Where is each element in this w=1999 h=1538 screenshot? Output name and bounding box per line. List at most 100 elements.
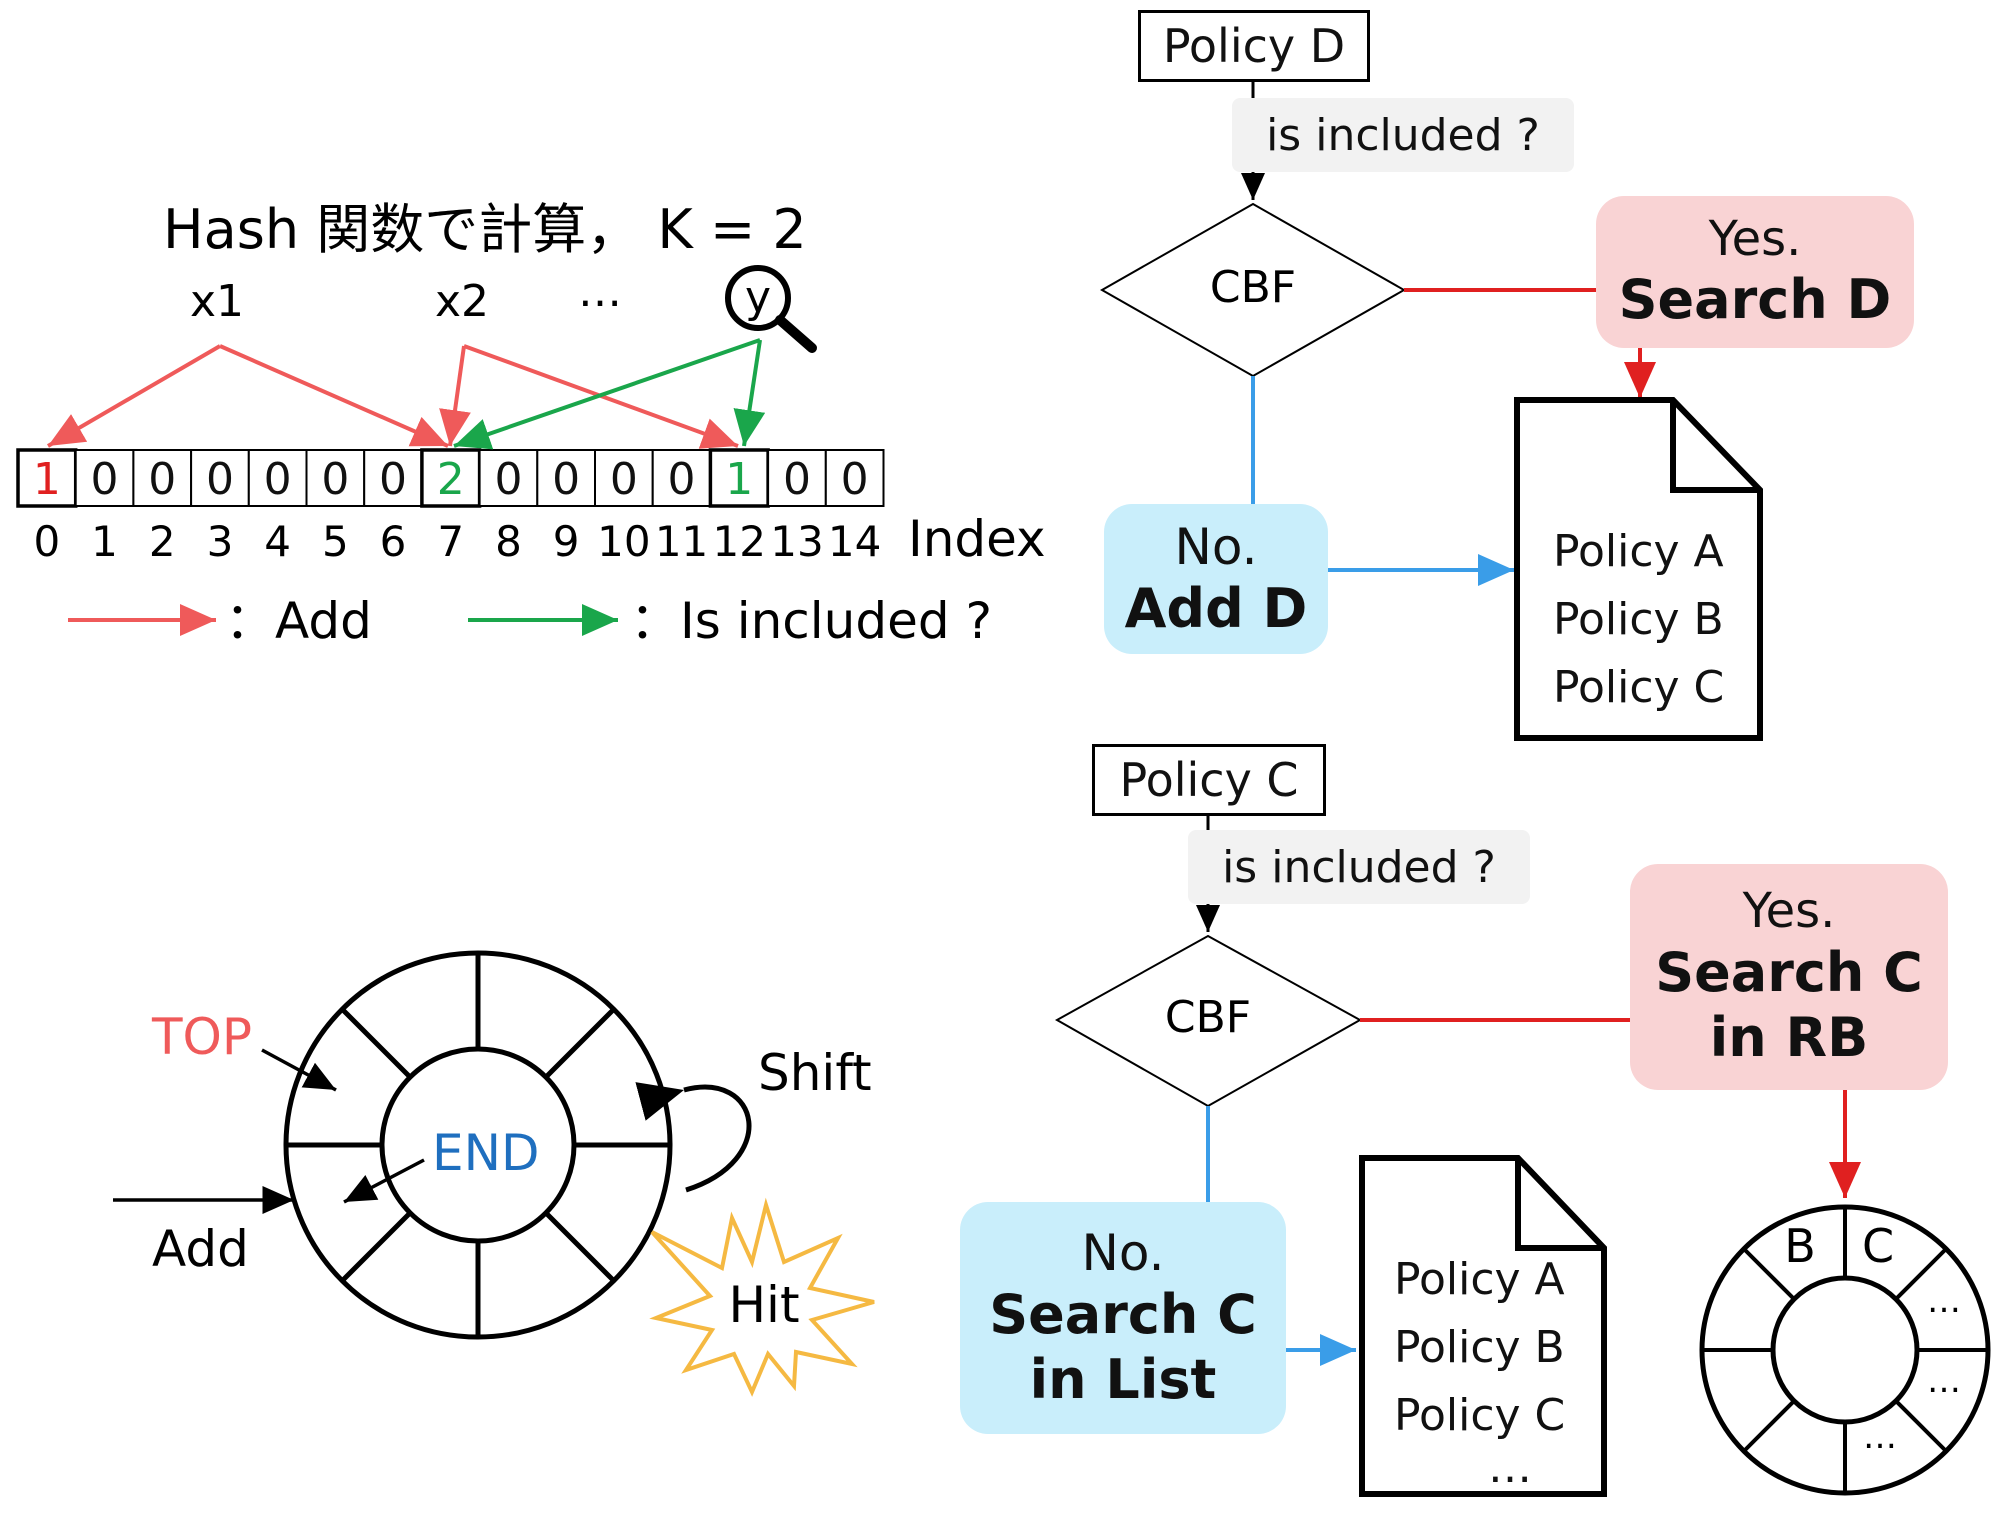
flowd-no-line1: No. (1174, 517, 1258, 576)
ring-end-label: END (432, 1124, 540, 1182)
shift-arrow-icon (635, 1082, 752, 1193)
index-number: 12 (713, 517, 766, 566)
index-number: 7 (437, 517, 464, 566)
array-cell-value: 1 (725, 454, 753, 505)
end-pointer-arrow (343, 1158, 425, 1204)
flowd-no-line2: Add D (1124, 576, 1308, 640)
flowc-no-line3: in List (1029, 1348, 1217, 1411)
flowd-doc-item: Policy A (1553, 526, 1724, 577)
flowd-doc-fold (1670, 400, 1760, 493)
array-cell (708, 448, 770, 508)
flowc-doc-item: Policy A (1394, 1254, 1565, 1305)
flowd-doc-item: Policy C (1553, 662, 1725, 713)
flowd-no-box: No. Add D (1104, 504, 1328, 654)
flowc-yes-line3: in RB (1709, 1005, 1869, 1069)
array-cell-value: 0 (783, 454, 811, 505)
array-cell-value: 0 (379, 454, 407, 505)
flowd-doc-list: Policy A Policy B Policy C (1553, 518, 1724, 722)
array-cell-value: 0 (552, 454, 580, 505)
index-number: 4 (264, 517, 291, 566)
flowc-no-line2: Search C (989, 1283, 1257, 1347)
flowd-question-label: is included ? (1232, 98, 1574, 172)
array-cell-value: 2 (437, 454, 465, 505)
flowd-policy-box: Policy D (1138, 10, 1370, 82)
x1-arrow-to-7 (219, 344, 449, 448)
x1-arrow-to-0 (46, 344, 222, 448)
flowd-cbf-label: CBF (1210, 262, 1296, 313)
index-number: 14 (828, 517, 881, 566)
index-number: 8 (495, 517, 522, 566)
ring-spoke (1742, 1399, 1796, 1453)
ring-hit-label: Hit (728, 1276, 799, 1334)
ring-spoke (544, 1007, 616, 1079)
ring-b-label: B (1784, 1219, 1816, 1273)
array-cell-value: 0 (91, 454, 119, 505)
ring-buffer (283, 950, 673, 1340)
ring-dots-2: … (1927, 1361, 1961, 1401)
flowc-yes-line2: Search C (1655, 941, 1923, 1004)
array-cell-value: 0 (148, 454, 176, 505)
array-cell-value: 0 (321, 454, 349, 505)
hit-burst-icon (649, 1197, 875, 1397)
index-number: 10 (597, 517, 650, 566)
array-cell (420, 448, 482, 508)
array-cell (536, 449, 596, 507)
flowc-doc-item: … (1488, 1442, 1532, 1493)
x2-arrow-to-7 (439, 345, 471, 447)
array-cell (594, 449, 654, 507)
index-number: 9 (553, 517, 580, 566)
x2-label: x2 (435, 276, 489, 327)
ring-spoke (1894, 1247, 1948, 1301)
ring-add-label: Add (152, 1220, 249, 1278)
top-pointer-arrow (261, 1048, 337, 1092)
flowc-question-label: is included ? (1188, 830, 1530, 904)
array-cell (16, 448, 78, 508)
flowc-doc-item: Policy B (1394, 1322, 1565, 1373)
index-label: Index (908, 510, 1046, 568)
legend-included-label: ：Is included ? (630, 592, 992, 650)
flowc-doc-item: Policy C (1394, 1390, 1566, 1441)
flowd-doc-item: Policy B (1553, 594, 1724, 645)
array-cell-value: 0 (494, 454, 522, 505)
flowc-yes-box: Yes. Search C in RB (1630, 864, 1948, 1090)
flowc-no-box: No. Search C in List (960, 1202, 1286, 1434)
array-cell (478, 449, 539, 507)
array-cell (305, 449, 366, 507)
ring-spoke (1894, 1399, 1948, 1453)
array-cell-value: 1 (33, 454, 61, 505)
flowc-policy-box: Policy C (1092, 744, 1326, 816)
y-label: y (745, 272, 771, 323)
index-number: 2 (149, 517, 176, 566)
flowd-yes-box: Yes. Search D (1596, 196, 1914, 348)
index-number: 6 (380, 517, 407, 566)
x1-label: x1 (190, 276, 244, 327)
ring-dots-3: … (1863, 1417, 1897, 1457)
array-cell (247, 449, 308, 507)
array-cell (190, 449, 250, 507)
ring-spoke (340, 1007, 412, 1079)
index-number: 3 (207, 517, 234, 566)
hash-title: Hash 関数で計算， K = 2 (163, 198, 807, 261)
y-arrow-to-12 (733, 339, 766, 447)
index-number: 13 (770, 517, 823, 566)
flowc-cbf-label: CBF (1165, 992, 1251, 1043)
array-cell (767, 449, 827, 507)
y-arrow-to-7 (453, 338, 761, 450)
legend-add-label: ：Add (225, 592, 372, 650)
index-number: 1 (91, 517, 118, 566)
array-cell-value: 0 (841, 454, 869, 505)
array-cell (74, 449, 135, 507)
ring-spoke (544, 1211, 616, 1283)
flowc-no-line1: No. (1081, 1224, 1165, 1283)
array-cell (363, 449, 423, 507)
array-cell-value: 0 (264, 454, 292, 505)
flowc-yes-line1: Yes. (1742, 883, 1836, 940)
index-number: 11 (655, 517, 708, 566)
flowc-doc-fold (1515, 1158, 1604, 1251)
array-cell (132, 449, 193, 507)
ring-c-label: C (1862, 1219, 1894, 1273)
